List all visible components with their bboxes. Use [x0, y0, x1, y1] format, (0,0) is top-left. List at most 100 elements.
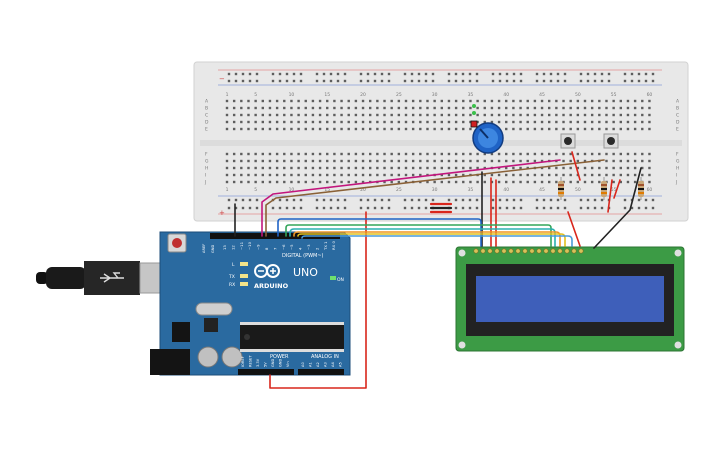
power-label: POWER	[270, 354, 289, 360]
analog-pin-label: A4	[331, 362, 335, 367]
row-letter: B	[205, 106, 208, 112]
column-number: 25	[396, 92, 402, 98]
digital-pin-label: 4	[298, 247, 303, 250]
lcd-pin[interactable]	[522, 248, 528, 254]
power-pin-label: IOREF	[241, 356, 245, 367]
lcd-pin[interactable]	[536, 248, 542, 254]
digital-header[interactable]	[210, 233, 340, 239]
digital-pin-label: 2	[314, 247, 319, 250]
breadboard-column-numbers: 1155101015152020252530303535404045455050…	[226, 92, 653, 193]
push-button-2[interactable]	[603, 133, 619, 149]
gnd-label: GND	[211, 245, 215, 253]
row-letter: G	[205, 159, 209, 165]
column-number: 10	[289, 92, 295, 98]
row-letter: I	[676, 173, 677, 179]
column-number: 30	[432, 92, 438, 98]
row-letter: B	[676, 106, 679, 112]
wire-light-blue	[301, 235, 573, 247]
lcd-pin[interactable]	[494, 248, 500, 254]
digital-pin-label: 13	[222, 245, 227, 250]
power-pin-label: GND	[271, 359, 275, 367]
digital-pin-label: RX 0	[331, 241, 336, 250]
analog-header[interactable]	[298, 369, 344, 375]
lcd-pin[interactable]	[501, 248, 507, 254]
arduino-logo-icon	[254, 264, 280, 278]
digital-pin-label: 8	[264, 247, 269, 250]
lcd-pin[interactable]	[508, 248, 514, 254]
power-header[interactable]	[238, 369, 294, 375]
lcd-pin[interactable]	[578, 248, 584, 254]
lcd-pin-header[interactable]	[473, 248, 584, 254]
analog-in-label: ANALOG IN	[311, 354, 339, 360]
column-number: 40	[503, 187, 509, 193]
lcd-pin[interactable]	[550, 248, 556, 254]
power-pin-label: 3.3V	[256, 358, 260, 367]
wire-brown	[265, 159, 605, 237]
rail-minus-label-top: −	[219, 75, 225, 83]
row-letter: G	[676, 159, 680, 165]
column-number: 35	[468, 187, 474, 193]
lcd-pin[interactable]	[480, 248, 486, 254]
lcd-pin[interactable]	[529, 248, 535, 254]
resistor-3[interactable]	[638, 177, 644, 200]
row-letter: C	[205, 113, 208, 119]
column-number: 35	[468, 92, 474, 98]
digital-pin-label: ~11	[239, 241, 244, 250]
reset-button[interactable]	[172, 238, 182, 248]
column-number: 5	[254, 187, 257, 193]
wire-blue	[277, 218, 482, 247]
wires	[234, 151, 642, 389]
led-label-tx: TX	[228, 274, 235, 280]
lcd-pin[interactable]	[564, 248, 570, 254]
arduino-uno[interactable]: L TX RX ON UNO ARDUINO DIGITAL (PWM~) PO…	[150, 231, 351, 376]
digital-pin-label: 12	[230, 245, 235, 250]
wire-red-resistor-1	[567, 151, 581, 247]
aref-label: AREF	[202, 244, 206, 253]
model-label: UNO	[293, 266, 318, 279]
potentiometer[interactable]	[470, 104, 504, 154]
analog-pin-label: A5	[339, 362, 343, 367]
row-letter: A	[205, 99, 209, 105]
column-number: 50	[575, 187, 581, 193]
row-letter: I	[205, 173, 206, 179]
column-number: 10	[289, 187, 295, 193]
analog-pin-label: A0	[301, 362, 305, 367]
column-number: 40	[503, 92, 509, 98]
row-letter: H	[676, 166, 679, 172]
lcd-pin[interactable]	[571, 248, 577, 254]
resistor-2[interactable]	[601, 177, 607, 200]
digital-pin-label: 7	[272, 247, 277, 250]
digital-pin-label: ~9	[256, 244, 261, 250]
power-pin-label: Vin	[286, 361, 290, 367]
on-label: ON	[337, 277, 344, 283]
row-letter: E	[205, 127, 208, 133]
column-number: 60	[647, 92, 653, 98]
column-number: 45	[539, 187, 545, 193]
row-letter: H	[205, 166, 208, 172]
lcd-display[interactable]	[455, 246, 685, 352]
power-pin-label: 5V	[264, 362, 268, 367]
column-number: 15	[324, 187, 330, 193]
column-number: 50	[575, 92, 581, 98]
rail-plus-label-bottom: +	[219, 209, 225, 217]
wire-red-jumper	[429, 202, 453, 214]
lcd-pin[interactable]	[515, 248, 521, 254]
brand-label: ARDUINO	[254, 282, 289, 290]
lcd-pin[interactable]	[473, 248, 479, 254]
usb-icon	[100, 272, 124, 283]
column-number: 45	[539, 92, 545, 98]
resistor-1[interactable]	[558, 177, 564, 200]
lcd-pin[interactable]	[543, 248, 549, 254]
column-number: 55	[611, 187, 617, 193]
power-pin-label: RESET	[249, 355, 253, 367]
digital-pin-label: ~3	[306, 244, 311, 250]
selected-pin-marker	[470, 120, 478, 128]
digital-pin-label: ~6	[281, 244, 286, 250]
push-button-1[interactable]	[560, 133, 576, 149]
led-label-rx: RX	[229, 282, 235, 288]
lcd-pin[interactable]	[487, 248, 493, 254]
column-number: 60	[647, 187, 653, 193]
lcd-pin[interactable]	[557, 248, 563, 254]
